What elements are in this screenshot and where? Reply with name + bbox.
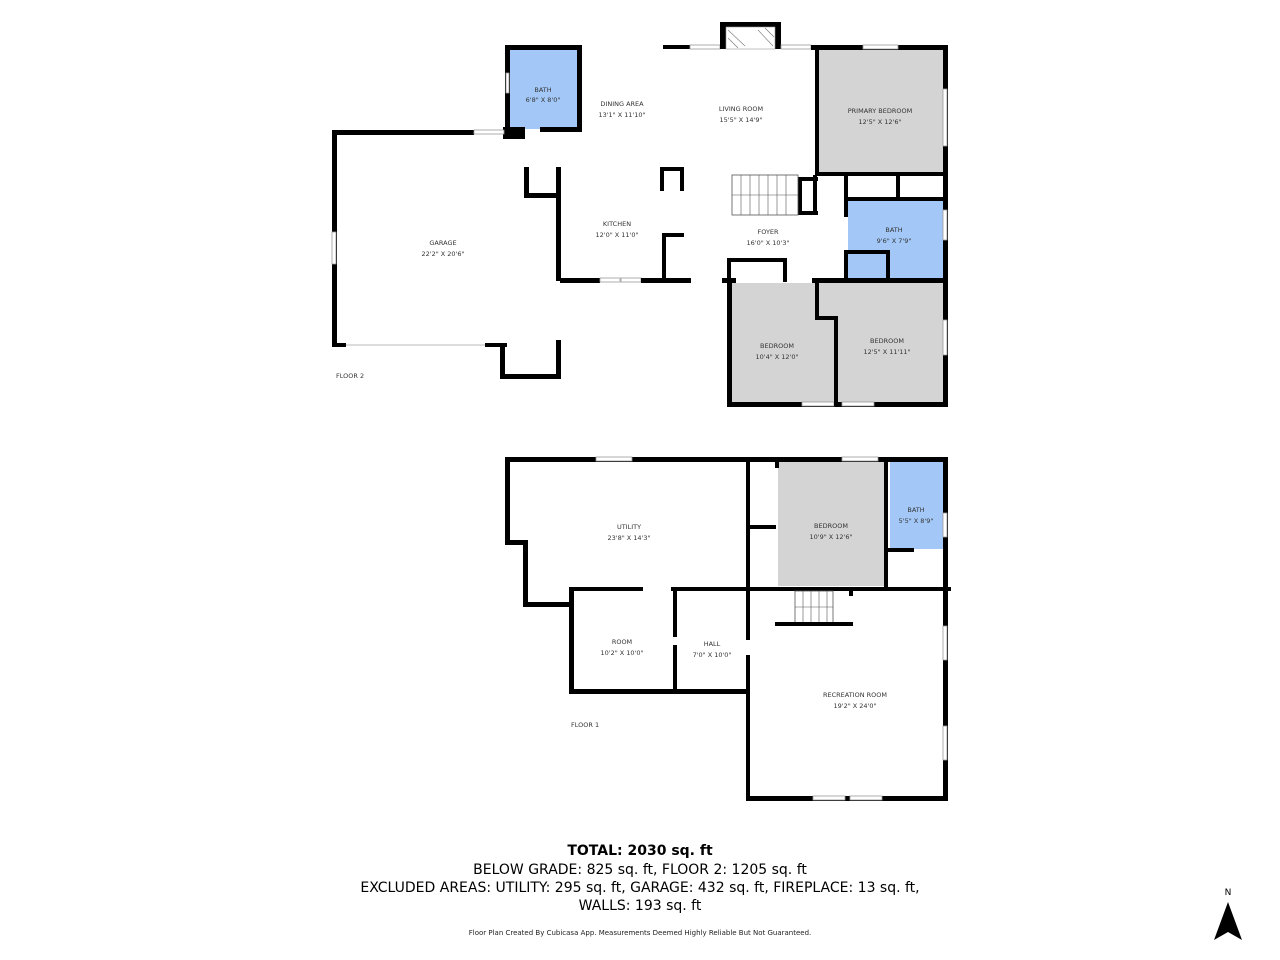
room-name: GARAGE (429, 239, 456, 247)
area-breakdown: BELOW GRADE: 825 sq. ft, FLOOR 2: 1205 s… (473, 862, 807, 878)
room-name: BEDROOM (760, 342, 794, 350)
floor2-primary-bedroom-fill (819, 49, 943, 173)
room-dims: 16'0" X 10'3" (747, 239, 790, 247)
floor2-bath-2-fill (848, 201, 943, 278)
room-dims: 15'5" X 14'9" (720, 116, 763, 124)
room-name: BATH (907, 506, 924, 514)
floor-2: BATH 6'8" X 8'0" DINING AREA 13'1" X 11'… (331, 22, 948, 407)
room-dims: 7'0" X 10'0" (693, 651, 732, 659)
floor-2-label: FLOOR 2 (336, 372, 364, 380)
room-dims: 12'5" X 12'6" (859, 118, 902, 126)
room-dims: 12'5" X 11'11" (863, 348, 910, 356)
room-dims: 19'2" X 24'0" (834, 702, 877, 710)
room-dims: 13'1" X 11'10" (598, 111, 645, 119)
room-dims: 23'8" X 14'3" (608, 534, 651, 542)
room-dims: 10'2" X 10'0" (601, 649, 644, 657)
floor2-bedroom-1-fill (732, 283, 838, 404)
room-name: RECREATION ROOM (823, 691, 887, 699)
room-dims: 6'8" X 8'0" (526, 96, 561, 104)
floor1-bedroom-fill (778, 462, 886, 586)
north-label: N (1224, 888, 1232, 898)
floor2-bath-1-fill (508, 49, 578, 129)
stairs-floor2 (731, 174, 799, 216)
room-name: HALL (704, 640, 721, 648)
north-arrow-icon (1214, 902, 1242, 940)
room-dims: 12'0" X 11'0" (596, 231, 639, 239)
room-name: UTILITY (617, 523, 641, 531)
room-dims: 9'6" X 7'9" (877, 237, 912, 245)
room-name: LIVING ROOM (719, 105, 763, 113)
room-name: BATH (885, 226, 902, 234)
floor1-bath-fill (890, 462, 943, 549)
room-dims: 22'2" X 20'6" (422, 250, 465, 258)
room-name: BEDROOM (870, 337, 904, 345)
floor2-bedroom-2-fill (838, 283, 943, 404)
total-area: TOTAL: 2030 sq. ft (567, 843, 713, 859)
room-name: PRIMARY BEDROOM (848, 107, 912, 115)
excluded-areas: EXCLUDED AREAS: UTILITY: 295 sq. ft, GAR… (360, 880, 920, 896)
disclaimer: Floor Plan Created By Cubicasa App. Meas… (468, 929, 812, 937)
floor-1: UTILITY 23'8" X 14'3" BEDROOM 10'9" X 12… (505, 456, 951, 801)
room-dims: 5'5" X 8'9" (899, 517, 934, 525)
room-name: BATH (534, 86, 551, 94)
room-name: BEDROOM (814, 522, 848, 530)
room-name: KITCHEN (603, 220, 631, 228)
room-name: FOYER (757, 228, 779, 236)
room-dims: 10'4" X 12'0" (756, 353, 799, 361)
room-dims: 10'9" X 12'6" (810, 533, 853, 541)
room-name: ROOM (612, 638, 632, 646)
floor-1-label: FLOOR 1 (571, 721, 599, 729)
compass: N (1212, 888, 1244, 944)
stairs-floor1 (794, 590, 834, 624)
walls-area: WALLS: 193 sq. ft (578, 898, 702, 914)
room-name: DINING AREA (600, 100, 644, 108)
